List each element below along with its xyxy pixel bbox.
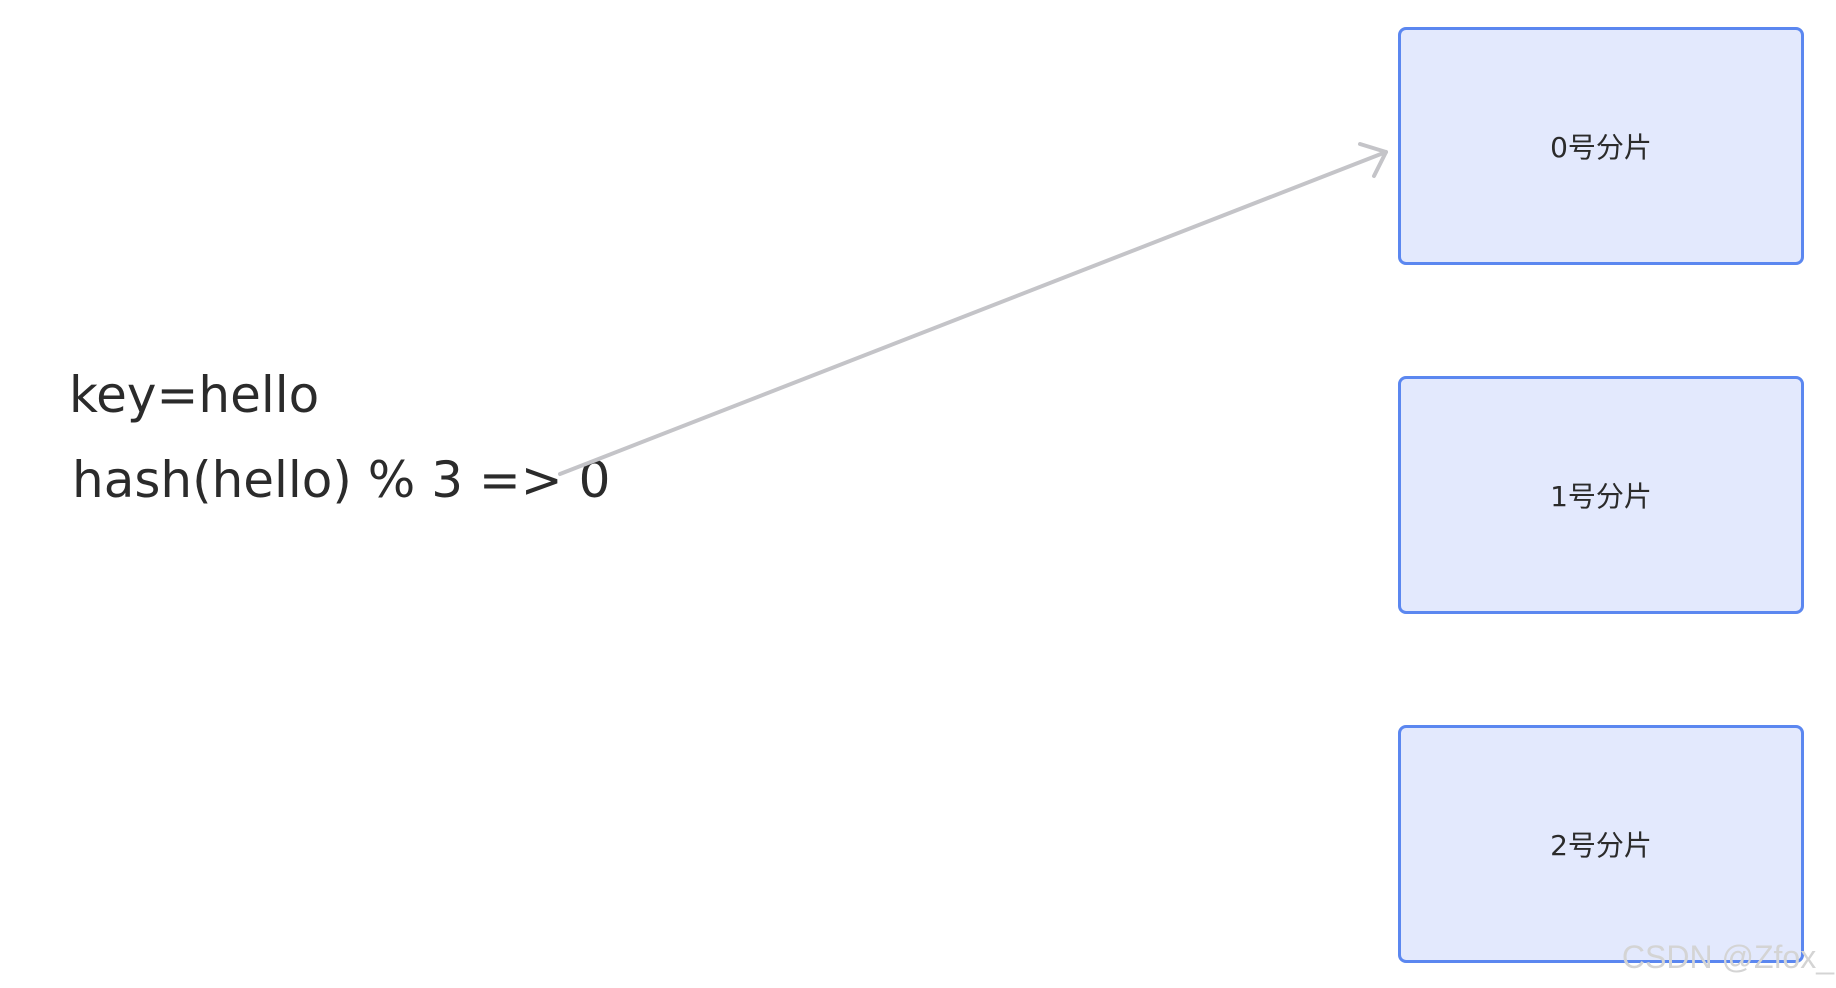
shard-2-label: 2号分片: [1550, 829, 1652, 862]
shard-1-box: 1号分片: [1398, 376, 1804, 614]
shard-2-box: 2号分片: [1398, 725, 1804, 963]
shard-0-label: 0号分片: [1550, 131, 1652, 164]
shard-1-label: 1号分片: [1550, 480, 1652, 513]
key-label: key=hello: [69, 366, 320, 424]
hash-expression: hash(hello) % 3 => 0: [72, 451, 611, 509]
arrow-head: [1358, 142, 1388, 178]
watermark: CSDN @Zfox_: [1621, 939, 1834, 975]
shard-0-box: 0号分片: [1398, 27, 1804, 265]
arrow-line: [558, 150, 1388, 476]
